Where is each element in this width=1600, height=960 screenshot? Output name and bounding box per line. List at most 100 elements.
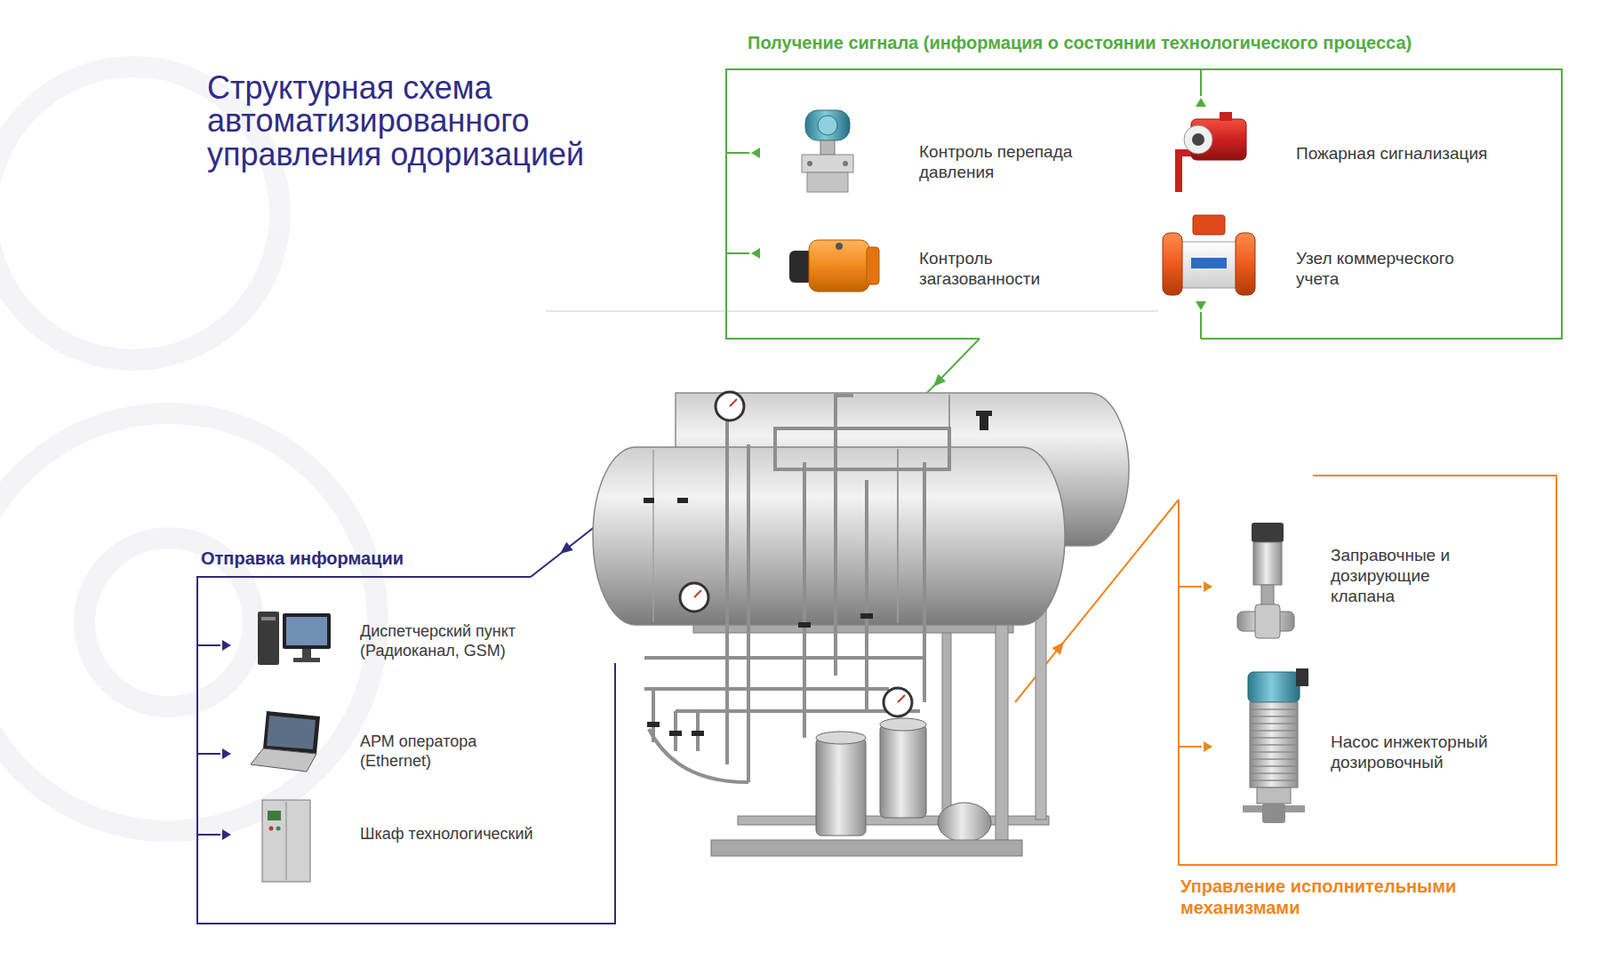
frame-arrowhead (222, 829, 232, 840)
frame-line (1178, 745, 1202, 748)
transmitter-neck (820, 140, 835, 155)
device-item: Диспетчерский пункт (Радиоканал, GSM) (360, 622, 552, 661)
frame-arrowhead (751, 147, 760, 159)
device-label: Узел коммерческого учета (1296, 248, 1483, 290)
valve-handle (677, 497, 688, 504)
send-link-line (530, 522, 600, 577)
device-item: Заправочные и дозирующие клапана (1330, 545, 1464, 607)
group-frame: Управление исполнительными механизмами За… (1168, 474, 1565, 925)
device-label: Диспетчерский пункт (Радиоканал, GSM) (360, 622, 552, 661)
group-outline (715, 24, 1569, 342)
pipe (922, 462, 927, 703)
frame-line (197, 833, 221, 836)
frame-arrowhead (1195, 97, 1207, 107)
flowmeter-transmitter (1192, 215, 1225, 235)
frame-line (726, 152, 750, 154)
pipe (802, 462, 807, 738)
frame-line (197, 752, 221, 755)
flowmeter-flange (1162, 232, 1183, 296)
device-item: Контроль загазованности (919, 248, 1062, 290)
group-heading: Отправка информации (200, 547, 404, 569)
pipe (833, 410, 838, 676)
pipe (835, 395, 854, 411)
pipe (746, 444, 751, 783)
pc-screen (286, 616, 328, 646)
device-item: Пожарная сигнализация (1296, 144, 1536, 165)
device-label: Шкаф технологический (360, 824, 574, 845)
pipe (644, 656, 925, 660)
transmitter-head (805, 110, 850, 141)
laptop-base (250, 748, 317, 772)
pc-stand (302, 648, 312, 658)
signal-link-arrow (933, 374, 946, 387)
transmitter-flange (807, 172, 848, 192)
skid-frame (711, 840, 1023, 856)
laptop-screen (266, 715, 316, 750)
pipe (644, 687, 889, 691)
laptop-lid (263, 711, 320, 754)
frame-line (197, 644, 221, 647)
bolt (835, 242, 843, 250)
pipe (675, 709, 920, 713)
cabinet-button (276, 826, 281, 832)
valve-handle (643, 497, 655, 504)
valve-stem (1261, 584, 1274, 607)
transmitter-cover (817, 115, 838, 136)
gauge-needle (897, 695, 905, 703)
frame-arrowhead (1203, 741, 1213, 752)
pressure-gauge (680, 583, 709, 612)
pipe (864, 480, 869, 712)
pump-housing (1249, 702, 1298, 788)
device-label: АРМ оператора (Ethernet) (360, 732, 512, 771)
flowmeter-plate (1191, 257, 1227, 269)
frame-line (1178, 475, 1557, 865)
device-item: Шкаф технологический (360, 824, 574, 845)
pc-tower (257, 611, 280, 665)
group-heading: Получение сигнала (информация о состояни… (747, 32, 1412, 54)
diagram-title: Структурная схема автоматизированного уп… (207, 71, 670, 171)
group-outline (1168, 474, 1565, 925)
divider-line (545, 311, 1159, 312)
pump-head (1248, 672, 1300, 703)
pump-body (816, 737, 866, 836)
valve-handle (860, 613, 873, 619)
group-heading: Управление исполнительными механизмами (1180, 875, 1510, 919)
cabinet-door (286, 801, 288, 880)
device-label: Контроль перепада давления (919, 142, 1097, 184)
valve-handle (669, 730, 682, 736)
pc-stand (293, 657, 320, 663)
valve-body (1255, 604, 1280, 639)
frame-arrowhead (751, 248, 760, 259)
group-frame: Получение сигнала (информация о состояни… (715, 24, 1569, 342)
cabinet-display (267, 810, 281, 821)
pc-monitor (282, 613, 331, 649)
pipe (648, 728, 749, 783)
valve-actuator (1253, 542, 1282, 585)
valve-handle (979, 414, 989, 431)
frame-arrowhead (1195, 301, 1207, 311)
valve-handle (647, 721, 660, 728)
pump-cap (880, 718, 927, 731)
bolt (842, 160, 848, 167)
device-item: Контроль перепада давления (919, 142, 1097, 184)
frame-line (726, 252, 750, 255)
control-link-arrow (1052, 641, 1065, 656)
valve-handle (976, 410, 992, 416)
tank-body (592, 447, 1065, 625)
device-label: Пожарная сигнализация (1296, 144, 1536, 165)
bolt (807, 160, 813, 167)
flame-detector-face (1184, 125, 1213, 154)
group-frame: Отправка информацииДиспетчерский пункт (… (186, 544, 623, 927)
flowmeter-flange (1235, 232, 1256, 296)
pump-base (1256, 787, 1291, 804)
tank-seam (896, 448, 899, 624)
gauge-needle (694, 590, 702, 598)
frame-line (726, 69, 1562, 339)
frame-arrowhead (222, 640, 232, 651)
frame-line (197, 576, 616, 924)
send-link-arrow (560, 542, 574, 554)
frame-post (942, 622, 952, 823)
device-item: АРМ оператора (Ethernet) (360, 732, 512, 771)
frame-arrowhead (1203, 581, 1213, 592)
valve-actuator-top (1251, 522, 1284, 543)
